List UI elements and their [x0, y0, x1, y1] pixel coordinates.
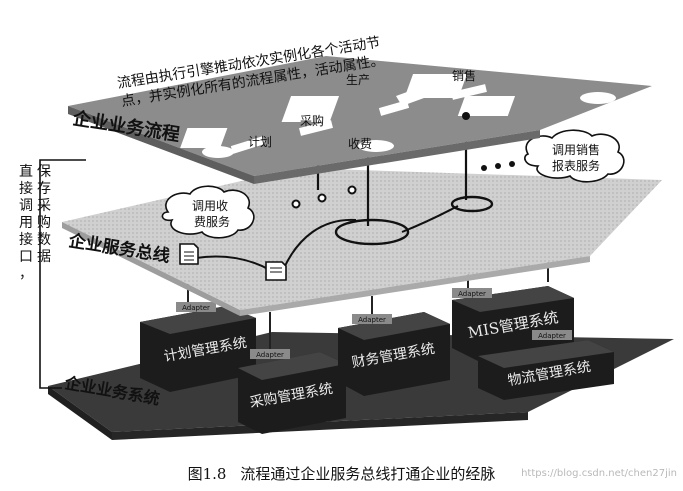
- callout-fee-service: 调用收 费服务: [162, 186, 253, 238]
- activity-fee: 收费: [348, 137, 372, 151]
- adapter-label: Adapter: [256, 351, 284, 359]
- side-note-char: 用: [19, 215, 33, 231]
- enterprise-integration-diagram: Adapter 计划管理系统 Adapter 采购管理系统 Adapter 财务…: [0, 0, 683, 455]
- caption-title: 流程通过企业服务总线打通企业的经脉: [240, 463, 495, 484]
- side-note-char: 购: [37, 215, 51, 231]
- sales-node: [462, 112, 470, 120]
- side-note-char: 保: [37, 164, 51, 180]
- side-note-char: 口: [19, 249, 33, 265]
- document-icon: [266, 262, 286, 280]
- caption-number: 图1.8: [188, 463, 227, 484]
- side-note-char: ，: [19, 266, 33, 282]
- activity-produce: 生产: [346, 73, 370, 87]
- side-note-char: 直: [19, 163, 33, 180]
- callout-fee-line2: 费服务: [194, 214, 230, 229]
- adapter-label: Adapter: [538, 332, 566, 340]
- side-note-char: 数: [37, 232, 51, 248]
- side-note-char: 接: [19, 231, 33, 248]
- callout-fee-line1: 调用收: [192, 199, 228, 213]
- service-bus-plane: [62, 168, 662, 310]
- adapter-label: Adapter: [458, 290, 486, 298]
- side-note-char: 存: [37, 181, 51, 197]
- callout-sales-line2: 报表服务: [552, 158, 600, 173]
- ellipsis-dots: [481, 161, 515, 171]
- adapter-label: Adapter: [358, 316, 386, 324]
- callout-sales-line1: 调用销售: [552, 142, 600, 157]
- watermark: https://blog.csdn.net/chen27jin: [521, 468, 677, 479]
- document-icon: [180, 244, 198, 264]
- side-note-char: 采: [37, 198, 51, 214]
- side-note-char: 据: [37, 249, 51, 265]
- side-note-char: 调: [19, 198, 33, 214]
- activity-sales: 销售: [452, 68, 476, 83]
- adapter-label: Adapter: [182, 304, 210, 312]
- activity-purchase: 采购: [300, 113, 324, 128]
- activity-plan: 计划: [248, 135, 272, 149]
- side-note-char: 接: [19, 180, 33, 197]
